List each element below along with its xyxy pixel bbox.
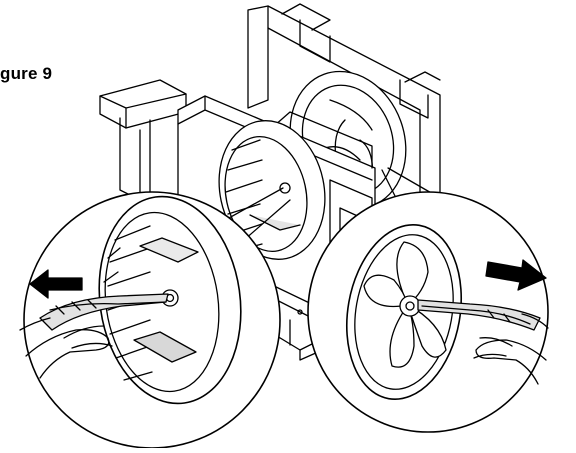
- left-detail-circle: [19, 191, 281, 449]
- figure-label: gure 9: [0, 64, 53, 83]
- fan-blade: [396, 241, 429, 306]
- hand-left: [25, 329, 110, 379]
- arrow-right-icon: [485, 259, 547, 291]
- fan-blade: [389, 304, 415, 368]
- right-detail-circle: [307, 191, 549, 433]
- fan-blade: [407, 304, 447, 358]
- fan-blade: [363, 274, 409, 308]
- hand-right: [475, 339, 547, 385]
- rear-panel: [247, 5, 441, 206]
- pliers-right: [417, 299, 541, 331]
- arrow-left-icon: [29, 269, 83, 299]
- blower-wheel-ring: [218, 120, 326, 260]
